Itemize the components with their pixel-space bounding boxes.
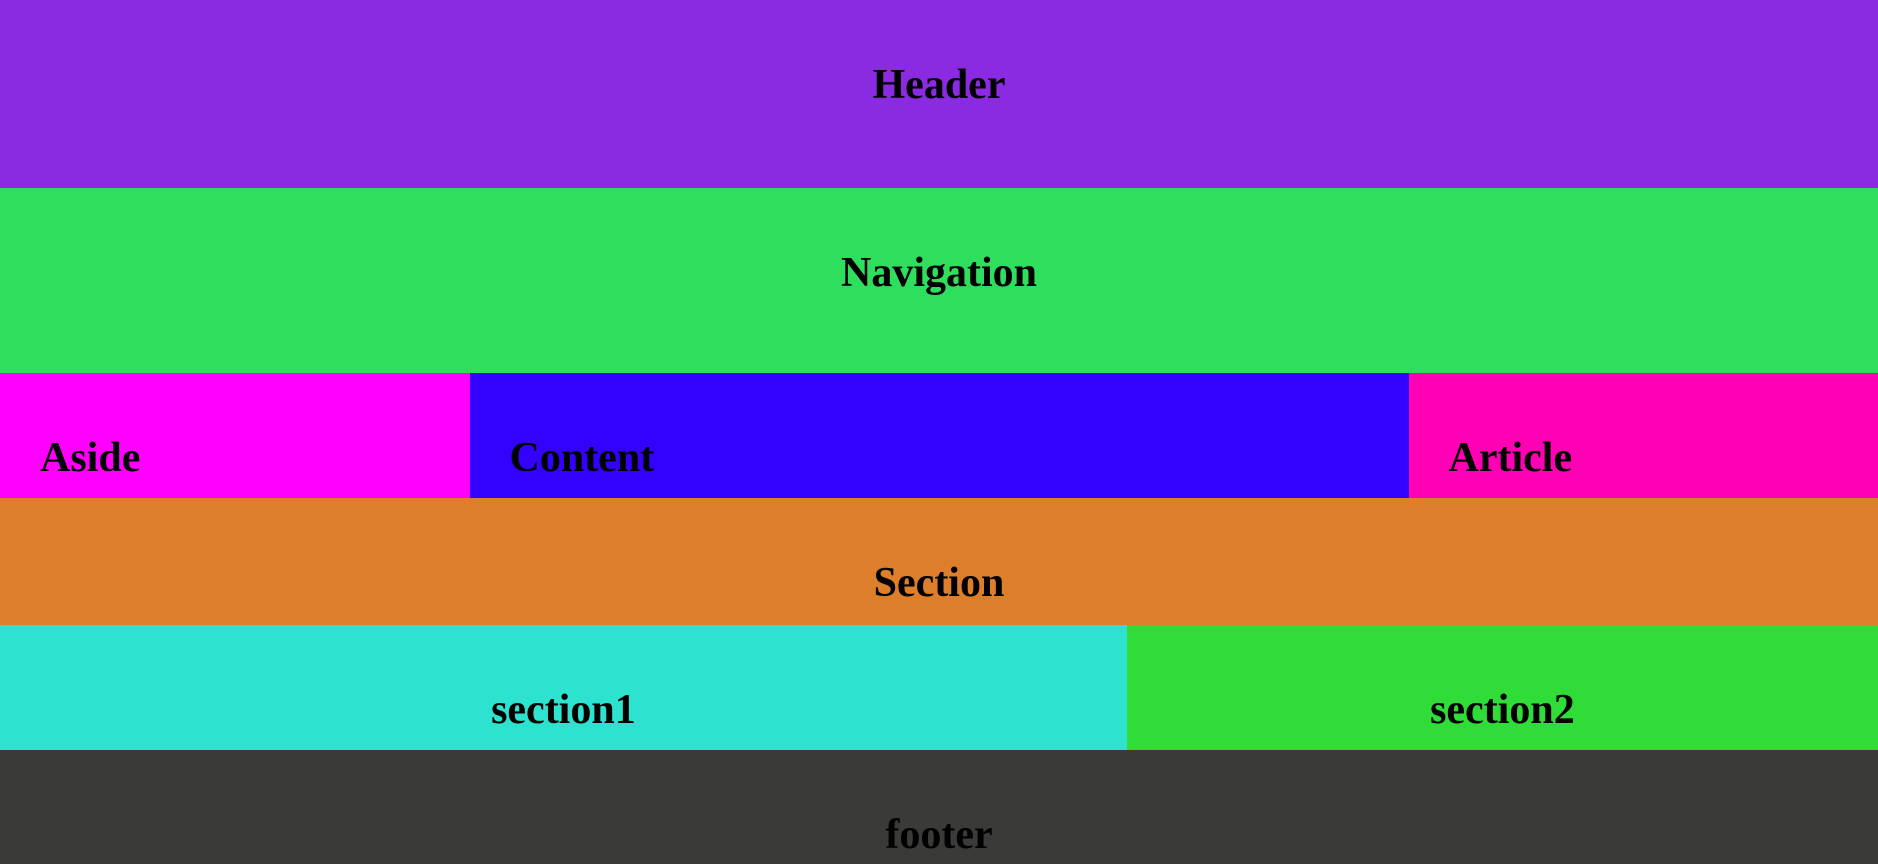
section-block: Section bbox=[0, 498, 1878, 625]
section2-block: section2 bbox=[1126, 625, 1878, 750]
navigation-label: Navigation bbox=[840, 250, 1037, 296]
content-section: Content bbox=[469, 373, 1409, 498]
header-label: Header bbox=[872, 62, 1006, 108]
footer-label: footer bbox=[885, 812, 993, 858]
section-label: Section bbox=[873, 560, 1005, 606]
article-section: Article bbox=[1408, 373, 1878, 498]
section1-block: section1 bbox=[0, 625, 1127, 750]
footer-section: footer bbox=[0, 750, 1878, 864]
section2-label: section2 bbox=[1430, 687, 1575, 733]
content-label: Content bbox=[509, 435, 655, 481]
navigation-section: Navigation bbox=[0, 188, 1878, 373]
bottom-row: section1 section2 bbox=[0, 625, 1878, 750]
section1-label: section1 bbox=[491, 687, 636, 733]
header-section: Header bbox=[0, 0, 1878, 188]
aside-section: Aside bbox=[0, 373, 470, 498]
aside-label: Aside bbox=[40, 435, 141, 481]
middle-row: Aside Content Article bbox=[0, 373, 1878, 498]
article-label: Article bbox=[1448, 435, 1573, 481]
